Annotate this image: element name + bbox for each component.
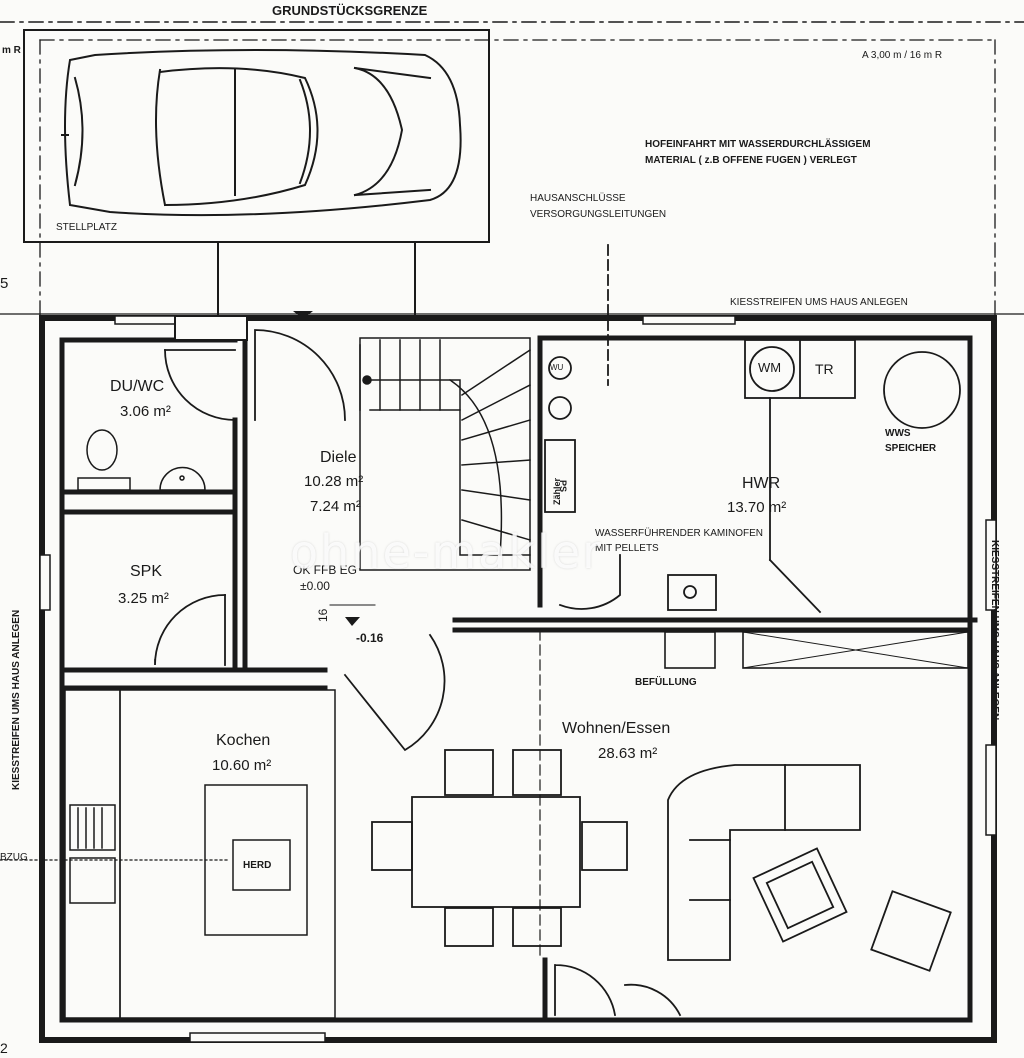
dryer-label: TR: [815, 361, 834, 377]
gravel-note-top: KIESSTREIFEN UMS HAUS ANLEGEN: [730, 297, 908, 308]
room-kochen-name: Kochen: [216, 732, 271, 749]
step-height: 16: [316, 608, 330, 622]
house-outer-wall: [39, 315, 997, 1043]
fill-label: BEFÜLLUNG: [635, 677, 697, 688]
gravel-note-left: KIESSTREIFEN UMS HAUS ANLEGEN: [11, 609, 22, 790]
door-arc-spk: [154, 594, 226, 666]
ps-label: PS: [558, 480, 568, 493]
utilities-note-line1: HAUSANSCHLÜSSE: [530, 193, 626, 204]
kitchen-fixtures: [0, 689, 336, 1019]
level-minus: -0.16: [356, 631, 384, 645]
dining-table: [371, 749, 628, 947]
car-drawing: [61, 49, 462, 217]
driveway-note-line1: HOFEINFAHRT MIT WASSERDURCHLÄSSIGEM: [645, 139, 871, 150]
room-hwr-name: HWR: [742, 475, 781, 492]
stove-label: HERD: [243, 860, 272, 871]
sofa: [667, 764, 952, 972]
wu-label: WU: [550, 363, 564, 372]
door-arc-terrace-left: [554, 964, 617, 1017]
edge-mark-2: 2: [0, 1040, 8, 1056]
boundary-label: GRUNDSTÜCKSGRENZE: [272, 3, 428, 18]
door-arc-living: [343, 633, 446, 752]
edge-mark-zug: BZUG: [0, 852, 28, 863]
door-arc-duwc: [164, 349, 236, 421]
room-kochen-area: 10.60 m²: [212, 757, 272, 774]
edge-mark-5: 5: [0, 275, 9, 292]
room-wohnen-area: 28.63 m²: [598, 745, 658, 762]
level-okffbeg: OK FFB EG: [293, 563, 358, 577]
room-duwc-area: 3.06 m²: [120, 403, 171, 420]
room-diele-name: Diele: [320, 449, 357, 466]
room-duwc-name: DU/WC: [110, 378, 165, 395]
washing-machine-label: WM: [758, 360, 782, 375]
driveway-note-line2: MATERIAL ( z.B OFFENE FUGEN ) VERLEGT: [645, 155, 857, 166]
gravel-note-right: KIESSTREIFEN UMS HAUS ANLEGEN: [989, 540, 1000, 721]
staircase: [359, 337, 532, 571]
utilities-note-line2: VERSORGUNGSLEITUNGEN: [530, 209, 667, 220]
edge-note-mr: m R: [2, 45, 21, 56]
room-diele-area1: 10.28 m²: [304, 473, 364, 490]
level-zero: ±0.00: [300, 579, 330, 593]
door-arc-terrace-right: [624, 983, 682, 1017]
distance-note: A 3,00 m / 16 m R: [862, 50, 943, 61]
wws-label: WWS: [885, 428, 911, 439]
speicher-label: SPEICHER: [885, 443, 937, 454]
parking-label: STELLPLATZ: [56, 222, 117, 233]
room-diele-area2: 7.24 m²: [310, 498, 361, 515]
door-arc-entrance: [254, 329, 346, 421]
room-spk-name: SPK: [130, 563, 163, 580]
room-spk-area: 3.25 m²: [118, 590, 169, 607]
stove-note-line1: WASSERFÜHRENDER KAMINOFEN: [595, 528, 763, 539]
room-wohnen-name: Wohnen/Essen: [562, 720, 671, 737]
parking-space: [23, 29, 490, 243]
armchair: [870, 890, 952, 972]
toilet-fixture: [77, 429, 206, 491]
stove-note-line2: MIT PELLETS: [595, 543, 659, 554]
room-hwr-area: 13.70 m²: [727, 499, 787, 516]
water-storage-tank: [883, 351, 961, 429]
watermark-text: ohne-makler: [290, 525, 603, 579]
